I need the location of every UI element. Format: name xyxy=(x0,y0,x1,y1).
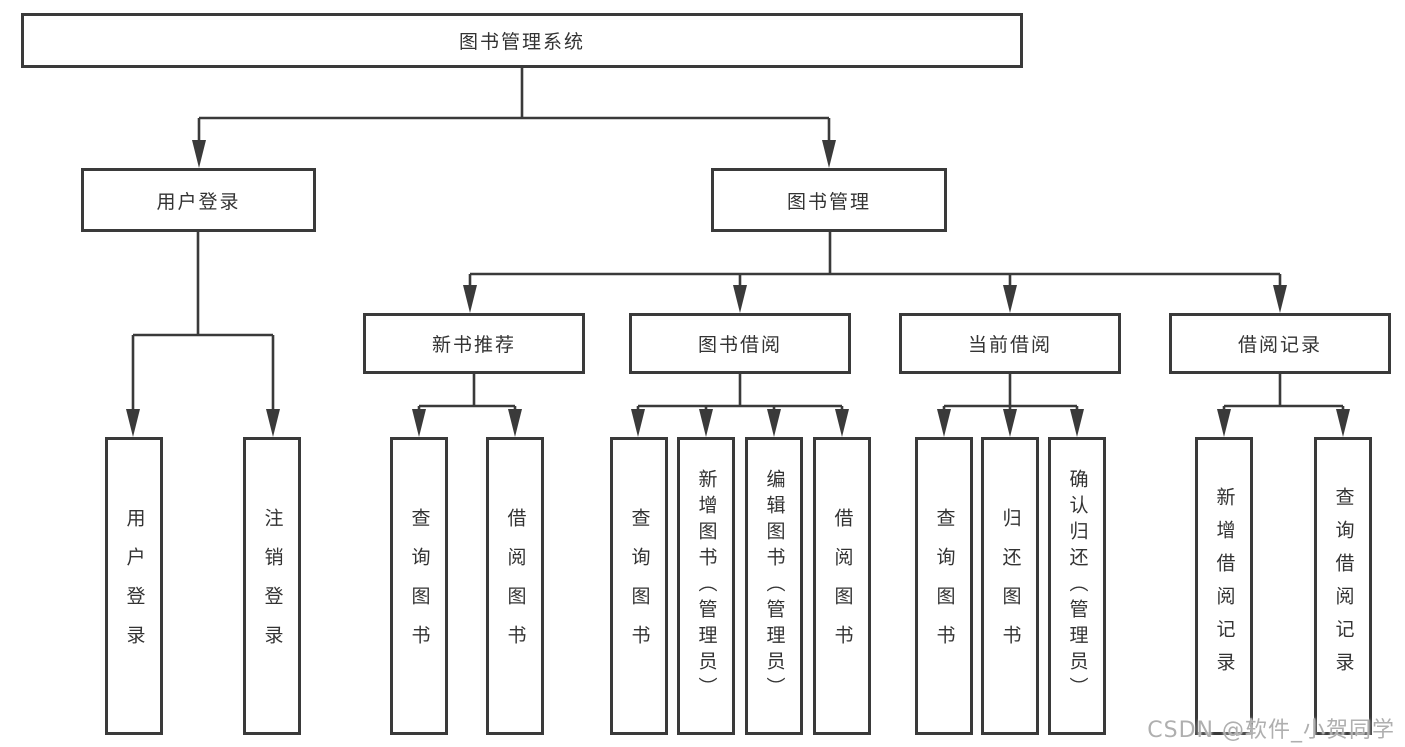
node-root: 图书管理系统 xyxy=(21,13,1023,68)
leaf-current-query-books: 查询图书 xyxy=(915,437,973,735)
node-book-borrow: 图书借阅 xyxy=(629,313,851,374)
leaf-borrow-borrow-books: 借阅图书 xyxy=(813,437,871,735)
node-borrow-record: 借阅记录 xyxy=(1169,313,1391,374)
leaf-return-books: 归还图书 xyxy=(981,437,1039,735)
leaf-edit-book-admin: 编辑图书（管理员） xyxy=(745,437,803,735)
node-current-borrow: 当前借阅 xyxy=(899,313,1121,374)
csdn-watermark: CSDN @软件_小贺同学 xyxy=(1147,718,1395,743)
leaf-newbook-query-books: 查询图书 xyxy=(390,437,448,735)
leaf-query-borrow-record: 查询借阅记录 xyxy=(1314,437,1372,735)
leaf-logout: 注销登录 xyxy=(243,437,301,735)
leaf-user-login: 用户登录 xyxy=(105,437,163,735)
node-new-book-recommend: 新书推荐 xyxy=(363,313,585,374)
leaf-add-book-admin: 新增图书（管理员） xyxy=(677,437,735,735)
node-user-login: 用户登录 xyxy=(81,168,316,232)
node-book-management: 图书管理 xyxy=(711,168,947,232)
leaf-newbook-borrow-books: 借阅图书 xyxy=(486,437,544,735)
leaf-borrow-query-books: 查询图书 xyxy=(610,437,668,735)
leaf-add-borrow-record: 新增借阅记录 xyxy=(1195,437,1253,735)
leaf-confirm-return-admin: 确认归还（管理员） xyxy=(1048,437,1106,735)
